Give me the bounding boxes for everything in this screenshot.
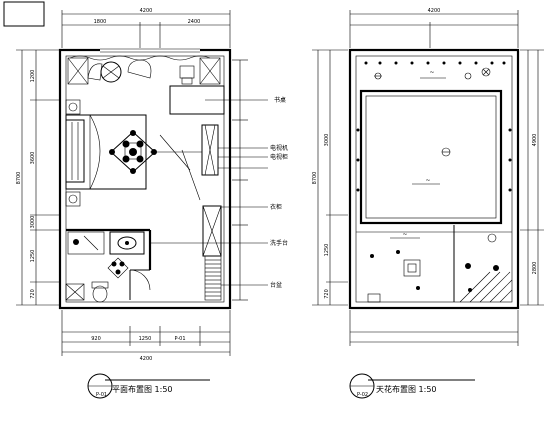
plan-title: 平面布置图 1:50 [112, 384, 173, 394]
ceiling-hatch [459, 271, 513, 303]
ceiling-recess-inner [365, 95, 497, 219]
bathroom-door [129, 269, 151, 291]
ceiling-sheet-no: P-02 [357, 392, 368, 398]
callout-tv-cabinet: 电视柜 [270, 153, 288, 161]
toilet-tank [91, 281, 109, 289]
outer-wall [58, 48, 232, 310]
bath-light-icon [465, 263, 471, 269]
ceiling-plan: 4200 8700 3000 1250 720 4900 2800 [312, 8, 544, 399]
nightstand-bottom [65, 191, 81, 207]
bath-diamond-icon [107, 257, 129, 279]
armchair-left-icon [87, 63, 103, 81]
bath-fixture-icon [487, 233, 497, 243]
floor-drain [65, 283, 85, 301]
ceiling-recess [359, 89, 503, 225]
armchair-right-icon [127, 59, 152, 79]
top-dim-right: 2400 [188, 19, 201, 25]
fan-symbol-3: ~ [402, 231, 407, 238]
bottom-dim-overall: 4200 [140, 356, 153, 362]
tv-cabinet [201, 124, 219, 176]
left-dim-1: 1200 [30, 70, 36, 83]
fan-symbol-2: ~ [425, 177, 430, 184]
ceiling-left-dim-2: 1250 [324, 244, 330, 257]
ceiling-left-dim-overall: 8700 [312, 172, 318, 185]
ceiling-inner-wall [355, 55, 513, 303]
access-panel [367, 293, 381, 303]
smoke-detector-icon [481, 67, 491, 77]
curtain-box-right [199, 57, 221, 85]
diamond-table-icon [109, 130, 157, 174]
bottom-dim-2: 1250 [139, 336, 152, 342]
curtain [69, 55, 211, 61]
callout-desk: 书桌 [274, 96, 286, 104]
left-dim-3: 3000 [30, 216, 36, 229]
left-dim-5: 720 [30, 289, 36, 299]
downlight-icon [374, 72, 382, 80]
ceiling-top-dim: 4200 [428, 8, 441, 14]
curtain-box-left [67, 57, 89, 85]
bottom-dim-3: P-01 [174, 336, 185, 342]
nightstand-top [65, 99, 81, 115]
light-icon [464, 72, 472, 80]
shower [67, 231, 105, 255]
callout-wardrobe: 衣柜 [270, 203, 282, 211]
ceiling-plan-title: 天花布置图 1:50 [376, 384, 437, 394]
callout-tv: 电视机 [270, 144, 288, 152]
ceiling-left-dim-3: 720 [324, 289, 330, 299]
ceiling-right-dim-1: 4900 [532, 134, 538, 147]
bottom-dim-1: 920 [91, 336, 101, 342]
headboard [65, 119, 85, 183]
washbasin-counter [109, 231, 145, 255]
callout-basin: 台盆 [270, 281, 282, 289]
ceiling-outer-wall [348, 48, 520, 310]
exhaust-fan-icon [403, 259, 421, 277]
floor-plan: 4200 1800 2400 8700 1200 3600 3000 1250 … [16, 8, 288, 399]
washbasin-icon [117, 236, 137, 250]
left-dim-4: 1250 [30, 250, 36, 263]
wardrobe-shelf [204, 255, 222, 301]
left-dim-overall: 8700 [16, 172, 22, 185]
sheet-no: P-01 [96, 392, 107, 398]
toilet-icon [92, 285, 108, 303]
left-dim-2: 3600 [30, 152, 36, 165]
ceiling-left-dim-1: 3000 [324, 134, 330, 147]
corner-box [3, 1, 45, 27]
desk-chair-icon [179, 65, 195, 79]
top-dim-overall: 4200 [140, 8, 153, 14]
callout-washbasin: 洗手台 [270, 239, 288, 247]
ceiling-right-dim-2: 2800 [532, 262, 538, 275]
top-dim-left: 1800 [94, 19, 107, 25]
fan-symbol: ~ [429, 69, 434, 76]
